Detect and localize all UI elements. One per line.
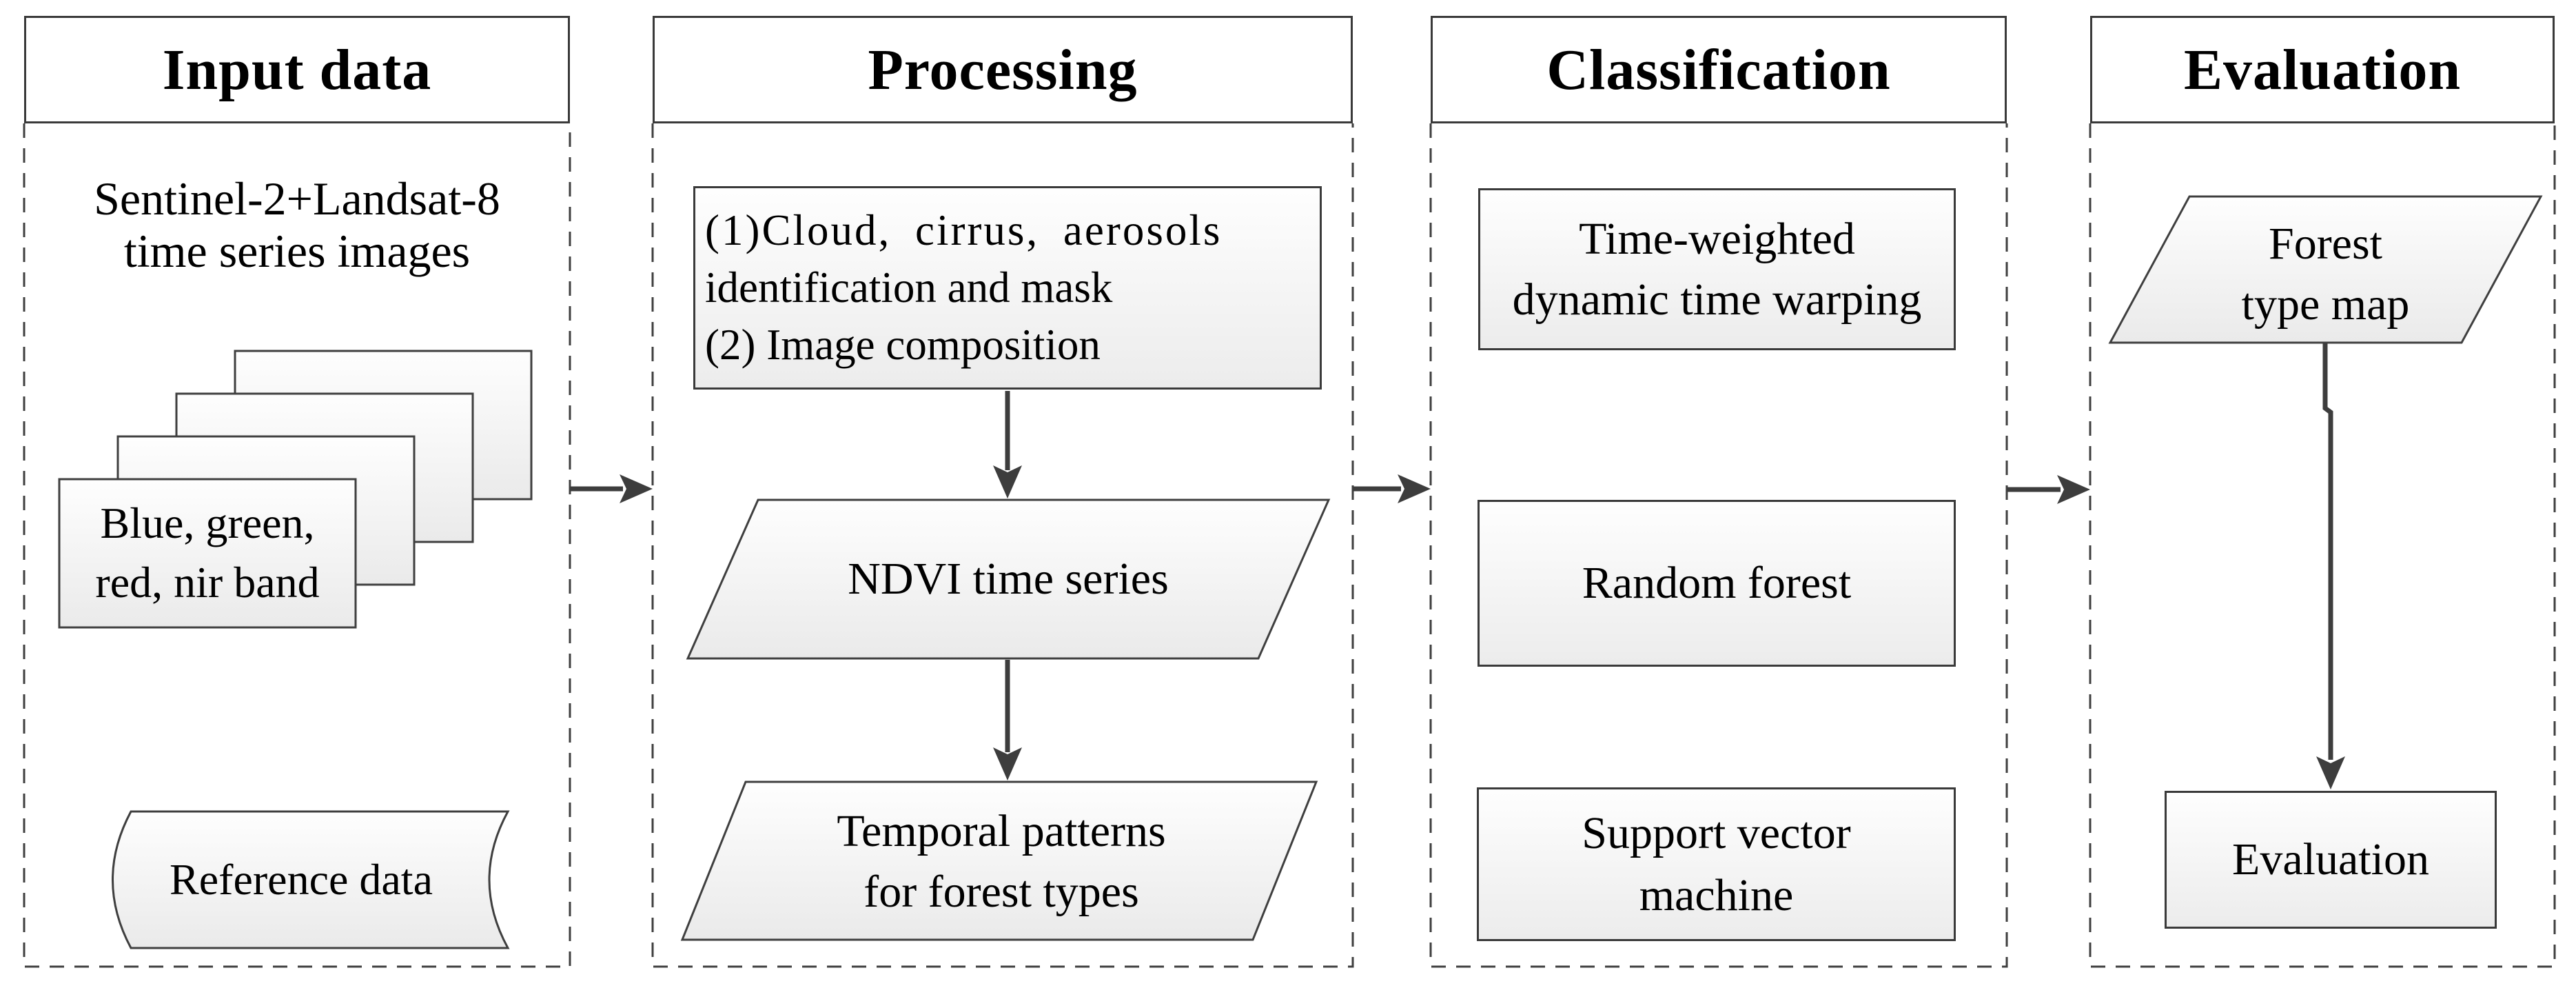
cloud-mask-box: (1)Cloud, cirrus, aerosols identificatio…	[693, 186, 1322, 390]
forest-type-map-parallelogram	[2108, 195, 2543, 344]
arrow-map-to-evaluation	[2316, 343, 2345, 789]
classification-stage-header: Classification	[1431, 16, 2007, 123]
processing-stage-dashed-border	[651, 123, 1354, 968]
evaluation-stage-header: Evaluation	[2090, 16, 2555, 123]
temporal-patterns-label: Temporal patterns for forest types	[837, 806, 1166, 917]
arrow-processing-to-classification	[1353, 474, 1431, 503]
temporal-patterns-parallelogram	[680, 780, 1318, 941]
cloud-mask-line3: (2) Image composition	[705, 321, 1101, 369]
evaluation-stage-dashed-border	[2089, 123, 2556, 968]
reference-data-shape	[112, 810, 510, 949]
processing-stage-header: Processing	[653, 16, 1353, 123]
forest-type-map-label: Forest type map	[2241, 219, 2410, 330]
evaluation-stage-title: Evaluation	[2183, 37, 2462, 102]
arrow-input-to-processing	[570, 474, 653, 503]
cloud-mask-line1: (1)Cloud, cirrus, aerosols	[705, 206, 1223, 254]
arrow-mask-to-ndvi	[993, 391, 1022, 498]
sentinel-landsat-label: Sentinel-2+Landsat-8 time series images	[94, 172, 500, 277]
classification-stage-dashed-border	[1429, 123, 2008, 968]
svm-box: Support vector machine	[1477, 787, 1956, 941]
input-stage-title: Input data	[162, 37, 432, 102]
arrow-ndvi-to-temporal	[993, 660, 1022, 780]
ndvi-label: NDVI time series	[848, 554, 1169, 604]
ndvi-parallelogram	[686, 498, 1331, 660]
band-box-label: Blue, green, red, nir band	[95, 498, 320, 607]
input-stage-header: Input data	[24, 16, 570, 123]
reference-data-label: Reference data	[170, 855, 433, 904]
processing-stage-title: Processing	[868, 37, 1138, 102]
twdtw-box: Time-weighted dynamic time warping	[1478, 188, 1956, 350]
band-box	[58, 478, 357, 629]
random-forest-box: Random forest	[1478, 500, 1956, 667]
classification-stage-title: Classification	[1546, 37, 1891, 102]
evaluation-box: Evaluation	[2165, 791, 2497, 929]
cloud-mask-line2: identification and mask	[705, 263, 1113, 312]
arrow-classification-to-evaluation	[2007, 475, 2090, 504]
